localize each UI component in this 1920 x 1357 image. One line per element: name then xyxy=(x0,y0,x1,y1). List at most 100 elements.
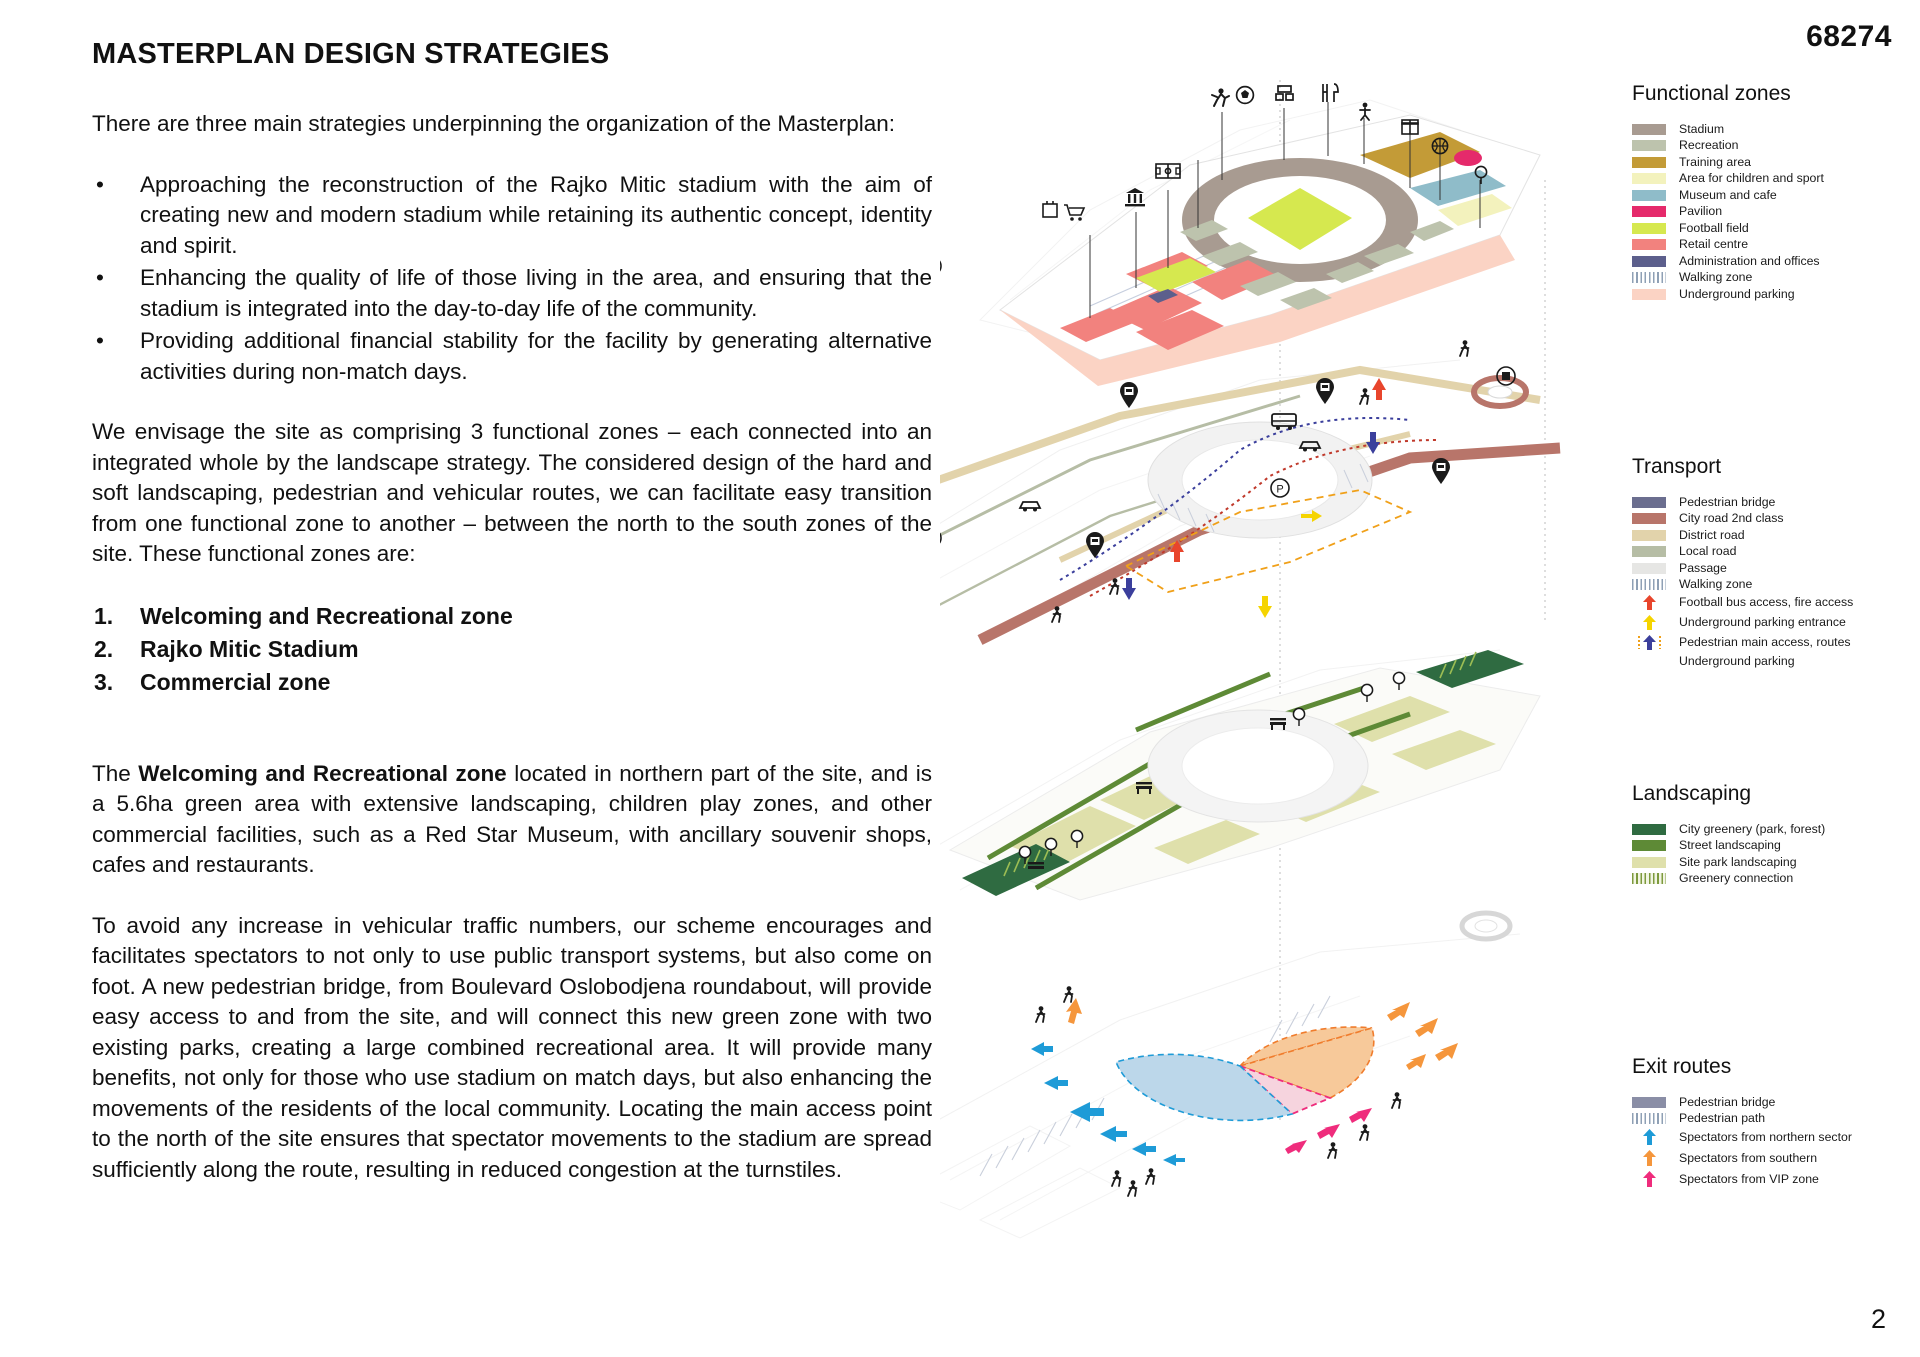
playground-icon xyxy=(1359,102,1371,121)
legend-label: Underground parking entrance xyxy=(1679,615,1846,629)
dotted-line-right xyxy=(1658,636,1661,649)
vip-exit-arrows xyxy=(1285,1108,1372,1154)
legend-row: Street landscaping xyxy=(1632,839,1920,853)
retail-centre-zone xyxy=(1192,260,1278,300)
legend-label: Underground parking xyxy=(1679,286,1795,301)
children-sport-zone xyxy=(1438,194,1512,226)
bullet-icon: • xyxy=(96,328,104,353)
walking-zone-hatch xyxy=(1157,463,1369,533)
legend-label: Pedestrian main access, routes xyxy=(1679,635,1851,649)
bullet-text: Approaching the reconstruction of the Ra… xyxy=(140,171,932,258)
restaurant-icon xyxy=(1322,83,1339,102)
legend-label: Retail centre xyxy=(1679,237,1749,251)
up-arrow-icon xyxy=(1632,1171,1666,1187)
pedestrian-icon xyxy=(1359,1124,1370,1141)
legend-swatch xyxy=(1632,496,1666,508)
local-road xyxy=(940,394,1301,537)
legend-label: Stadium xyxy=(1679,121,1725,136)
tree-icon xyxy=(1044,837,1058,856)
fire-access-arrow xyxy=(1372,378,1386,400)
legend-swatch xyxy=(1632,206,1666,217)
legend-row: City road 2nd class xyxy=(1632,512,1920,526)
zone-label: Rajko Mitic Stadium xyxy=(140,635,359,662)
museum-icon xyxy=(1125,188,1145,207)
up-arrow-icon xyxy=(1632,1129,1666,1145)
legend-row: Area for children and sport xyxy=(1632,172,1920,186)
transport-icons: P P xyxy=(940,340,1516,623)
pedestrian-icon xyxy=(1051,606,1062,623)
retail-centre-zone xyxy=(1060,308,1136,342)
parking-icon: P xyxy=(1270,478,1290,498)
legend-swatch xyxy=(1632,823,1666,835)
legend-label: Walking zone xyxy=(1679,577,1753,591)
city-greenery xyxy=(962,844,1070,896)
legend-swatch xyxy=(1632,562,1666,574)
bench-icon xyxy=(1136,782,1152,794)
zone-label: Commercial zone xyxy=(140,668,331,695)
pedestrian-icon xyxy=(1035,1006,1046,1023)
legend-swatch xyxy=(1632,288,1666,300)
legend-row: Pedestrian main access, routes xyxy=(1632,634,1920,651)
district-road xyxy=(940,365,1541,484)
pedestrian-icon xyxy=(1459,340,1470,357)
legend-swatch xyxy=(1632,1113,1666,1124)
legend-swatch xyxy=(1632,513,1666,524)
roundabout xyxy=(1471,375,1529,409)
legend-title: Functional zones xyxy=(1632,82,1791,105)
transport-illustration: P P xyxy=(940,340,1561,645)
parking-icon: P xyxy=(940,260,942,272)
bus-stop-pin xyxy=(1432,458,1450,484)
legend-label: City greenery (park, forest) xyxy=(1679,821,1826,836)
legend-label: Walking zone xyxy=(1679,270,1753,284)
parking-icon: P xyxy=(940,532,942,544)
welcoming-lead: The xyxy=(92,760,139,786)
northern-exit-arrows xyxy=(1031,1042,1185,1166)
pedestrian-icon xyxy=(1063,986,1074,1003)
svg-text:P: P xyxy=(1276,484,1283,496)
legend-functional-zones: Functional zones Stadium Recreation Trai… xyxy=(1632,82,1920,304)
dotted-line-left xyxy=(1637,636,1640,649)
legend-swatch xyxy=(1632,222,1666,234)
recreation-zones xyxy=(1180,220,1454,310)
legend-row: City greenery (park, forest) xyxy=(1632,822,1920,836)
legend-swatch xyxy=(1632,255,1666,267)
tree-icon xyxy=(1018,845,1032,864)
intro-paragraph: There are three main strategies underpin… xyxy=(92,111,895,136)
legend-row: Pavilion xyxy=(1632,205,1920,219)
legend-swatch xyxy=(1632,189,1666,201)
legend-swatch xyxy=(1632,579,1666,590)
tree-icon xyxy=(1392,671,1406,690)
legend-title: Landscaping xyxy=(1632,782,1752,805)
functional-zones-illustration: P xyxy=(940,83,1541,386)
legend-label: Football bus access, fire access xyxy=(1679,595,1854,609)
tree-icon xyxy=(1360,683,1374,702)
up-arrow-icon xyxy=(1632,615,1666,630)
legend-swatch xyxy=(1632,140,1666,151)
legend-row: Walking zone xyxy=(1632,578,1920,592)
stage-icon xyxy=(1275,85,1294,101)
pavilion-zone xyxy=(1454,150,1482,166)
alignment-guides xyxy=(1279,80,1546,1120)
legend-label: Underground parking xyxy=(1679,653,1795,668)
legend-label: Area for children and sport xyxy=(1679,171,1824,185)
legend-label: Passage xyxy=(1679,560,1727,575)
city-greenery xyxy=(1416,650,1524,688)
bullet-icon: • xyxy=(96,265,104,290)
pedestrian-icon xyxy=(1145,1168,1156,1185)
landscape-symbols xyxy=(1018,671,1406,869)
legend-row: Recreation xyxy=(1632,139,1920,153)
legend-label: Administration and offices xyxy=(1679,253,1820,268)
legend-label: Pedestrian bridge xyxy=(1679,1094,1776,1109)
legend-row: Pedestrian path xyxy=(1632,1112,1920,1126)
legend-label: Street landscaping xyxy=(1679,838,1781,852)
traffic-paragraph: To avoid any increase in vehicular traff… xyxy=(92,912,932,1182)
list-item: • Enhancing the quality of life of those… xyxy=(92,263,932,324)
bus-stop-pin xyxy=(1316,378,1334,404)
exit-routes-layer xyxy=(940,890,1580,1270)
zone-number: 2. xyxy=(94,635,114,662)
football-field-zone xyxy=(1136,258,1216,293)
landscaping-layer xyxy=(940,600,1580,940)
legend-row: Pedestrian bridge xyxy=(1632,1095,1920,1109)
parking-entrance-arrow xyxy=(1258,596,1272,618)
zone-number: 3. xyxy=(94,668,114,695)
